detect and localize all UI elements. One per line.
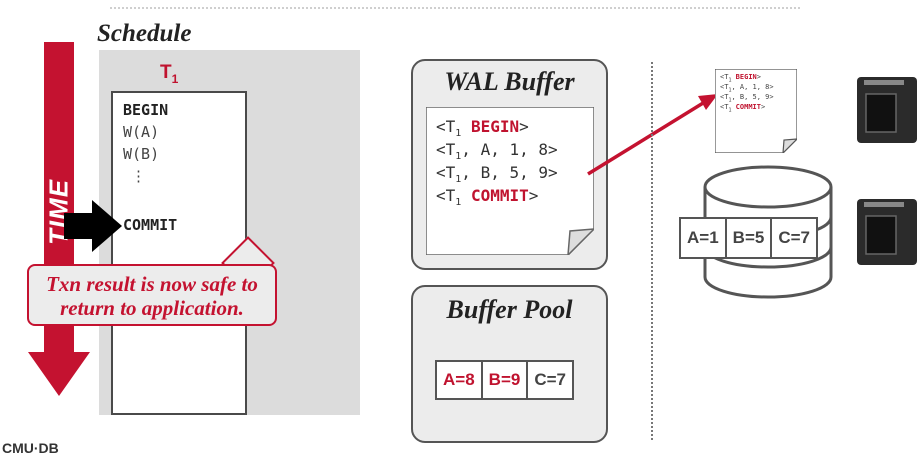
op-ellipsis: ⋮ xyxy=(131,167,146,185)
disk-log-record: <T1, A, 1, 8> xyxy=(720,83,774,94)
commit-pointer-arrow xyxy=(64,213,94,239)
ssd-icon xyxy=(857,199,917,265)
disk-cell-b: B=5 xyxy=(727,219,773,257)
wal-page: <T1 BEGIN> <T1, A, 1, 8> <T1, B, 5, 9> <… xyxy=(425,106,596,257)
buffer-cell-b: B=9 xyxy=(483,362,529,398)
memory-disk-divider xyxy=(651,62,653,440)
ssd-icon xyxy=(857,77,917,143)
log-record: <T1, B, 5, 9> xyxy=(436,163,558,186)
log-page-icon: <T1 BEGIN> <T1, A, 1, 8> <T1, B, 5, 9> <… xyxy=(714,68,799,155)
top-rule xyxy=(110,7,800,9)
txn-column: BEGIN W(A) W(B) ⋮ COMMIT xyxy=(111,91,247,415)
op-write-a: W(A) xyxy=(123,123,160,141)
buffer-pool-page: A=8 B=9 C=7 xyxy=(435,360,575,400)
op-begin: BEGIN xyxy=(123,101,169,119)
buffer-pool-panel: Buffer Pool A=8 B=9 C=7 xyxy=(411,285,608,443)
log-record: <T1, A, 1, 8> xyxy=(436,140,558,163)
disk-log-record: <T1 COMMIT> xyxy=(720,103,766,114)
callout-line-2: return to application. xyxy=(60,296,244,320)
txn-subscript: 1 xyxy=(171,71,179,86)
buffer-pool-title: Buffer Pool xyxy=(446,295,573,324)
op-commit: COMMIT xyxy=(123,216,178,234)
disk-log-record: <T1, B, 5, 9> xyxy=(720,93,774,104)
buffer-cell-c: C=7 xyxy=(534,370,567,389)
time-arrow-head xyxy=(28,352,90,396)
disk-cell-c: C=7 xyxy=(778,228,811,247)
flush-arrow xyxy=(587,94,718,176)
log-record: <T1 BEGIN> xyxy=(436,117,529,140)
txn-name: T xyxy=(160,62,172,83)
disk-page: A=1 B=5 C=7 xyxy=(679,217,819,259)
schedule-title: Schedule xyxy=(97,20,192,47)
callout-line-1: Txn result is now safe to xyxy=(46,272,258,296)
disk-cell-a: A=1 xyxy=(681,219,727,257)
buffer-cell-a: A=8 xyxy=(437,362,483,398)
log-record: <T1 COMMIT> xyxy=(436,186,539,209)
page-icon xyxy=(425,106,596,257)
txn-label: T1 xyxy=(160,62,178,86)
footer-logo: CMU·DB xyxy=(2,440,59,456)
commit-pointer-head xyxy=(92,200,122,252)
wal-buffer-panel: WAL Buffer <T1 BEGIN> <T1, A, 1, 8> <T1,… xyxy=(411,59,608,270)
op-write-b: W(B) xyxy=(123,145,160,163)
disk-log-record: <T1 BEGIN> xyxy=(720,73,761,84)
wal-buffer-title: WAL Buffer xyxy=(444,67,575,96)
